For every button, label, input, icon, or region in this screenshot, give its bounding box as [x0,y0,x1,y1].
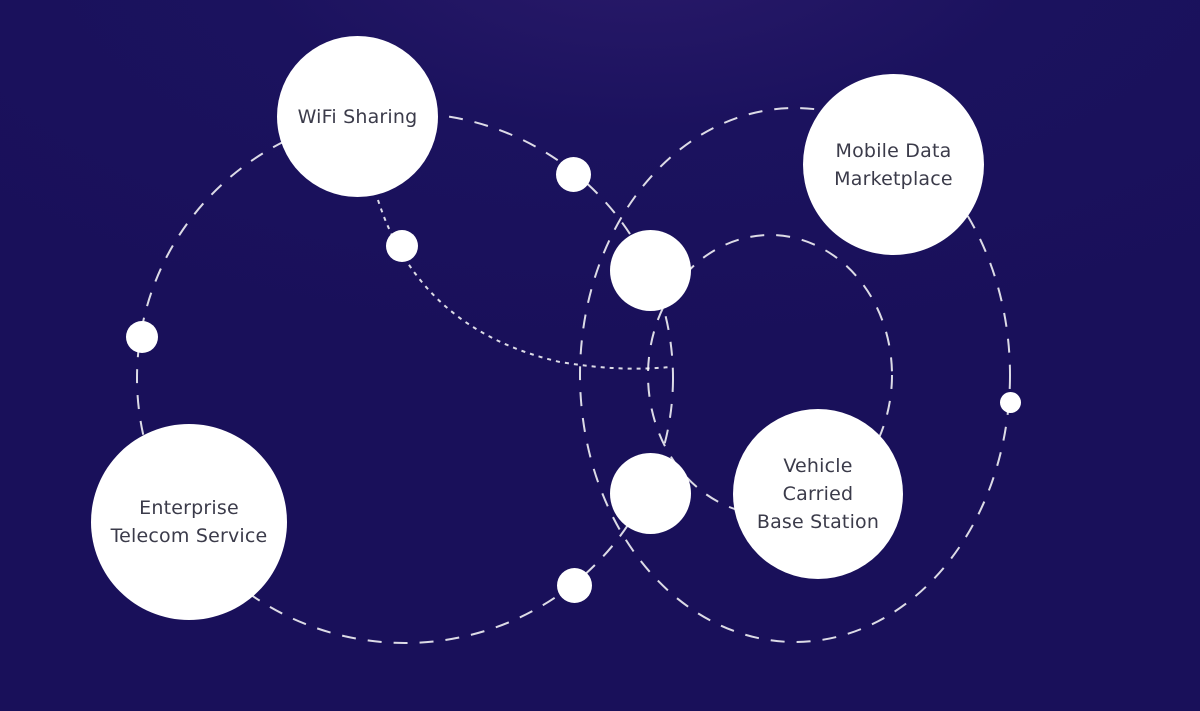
dot-left-orbit [126,321,158,353]
node-enterprise-telecom-service-label: Enterprise Telecom Service [110,497,268,547]
node-enterprise-telecom-service: Enterprise Telecom Service [91,424,287,620]
orbit-mobile-vehicle [579,107,1011,643]
node-wifi-sharing-label: WiFi Sharing [297,105,418,128]
node-mobile-data-marketplace: Mobile Data Marketplace [803,74,984,255]
node-vehicle-carried-base-station: Vehicle Carried Base Station [733,409,903,579]
dot-right-orbit [1000,392,1021,413]
node-wifi-sharing: WiFi Sharing [277,36,438,197]
dot-bottom-intersection [557,568,592,603]
node-center-upper [610,230,691,311]
orbit-inner-right [647,234,893,516]
dot-top-intersection [556,157,591,192]
dot-inner-left [386,230,418,262]
node-mobile-data-marketplace-label: Mobile Data Marketplace [834,139,953,190]
node-center-lower [610,453,691,534]
node-vehicle-carried-base-station-label: Vehicle Carried Base Station [756,455,880,533]
